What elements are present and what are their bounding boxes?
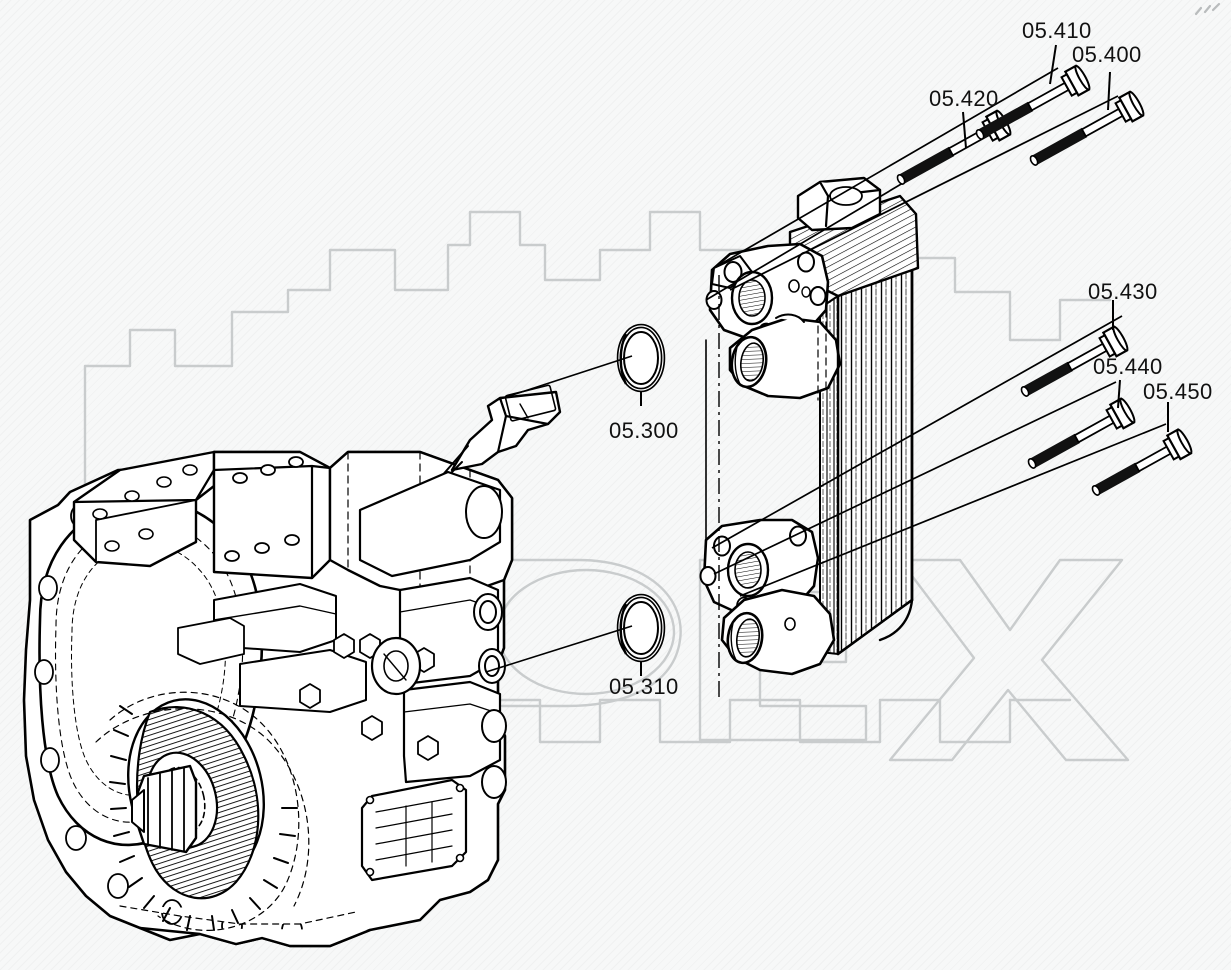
part-label-05-430: 05.430 [1088, 279, 1158, 304]
o-ring-upper [616, 323, 666, 393]
part-label-05-440: 05.440 [1093, 354, 1163, 379]
bolt-05-440 [1027, 397, 1136, 469]
assembly-axis-lines [705, 67, 1167, 597]
part-label-05-310: 05.310 [609, 674, 679, 699]
bolt-05-450 [1091, 428, 1193, 496]
bolt-05-410 [975, 64, 1091, 140]
part-label-05-410: 05.410 [1022, 18, 1092, 43]
part-label-05-450: 05.450 [1143, 379, 1213, 404]
scan-artifact-marks [1194, 2, 1221, 16]
part-label-05-400: 05.400 [1072, 42, 1142, 67]
bolt-05-400 [1029, 90, 1145, 166]
leader-lines-orings [485, 355, 642, 676]
bolt-05-430 [1020, 325, 1129, 397]
plate-heat-exchanger [699, 176, 920, 676]
part-label-05-420: 05.420 [929, 86, 999, 111]
part-label-05-300: 05.300 [609, 418, 679, 443]
output-gear [109, 698, 298, 931]
leader-ticks-bolts [962, 44, 1169, 432]
transmission-housing [22, 384, 562, 948]
